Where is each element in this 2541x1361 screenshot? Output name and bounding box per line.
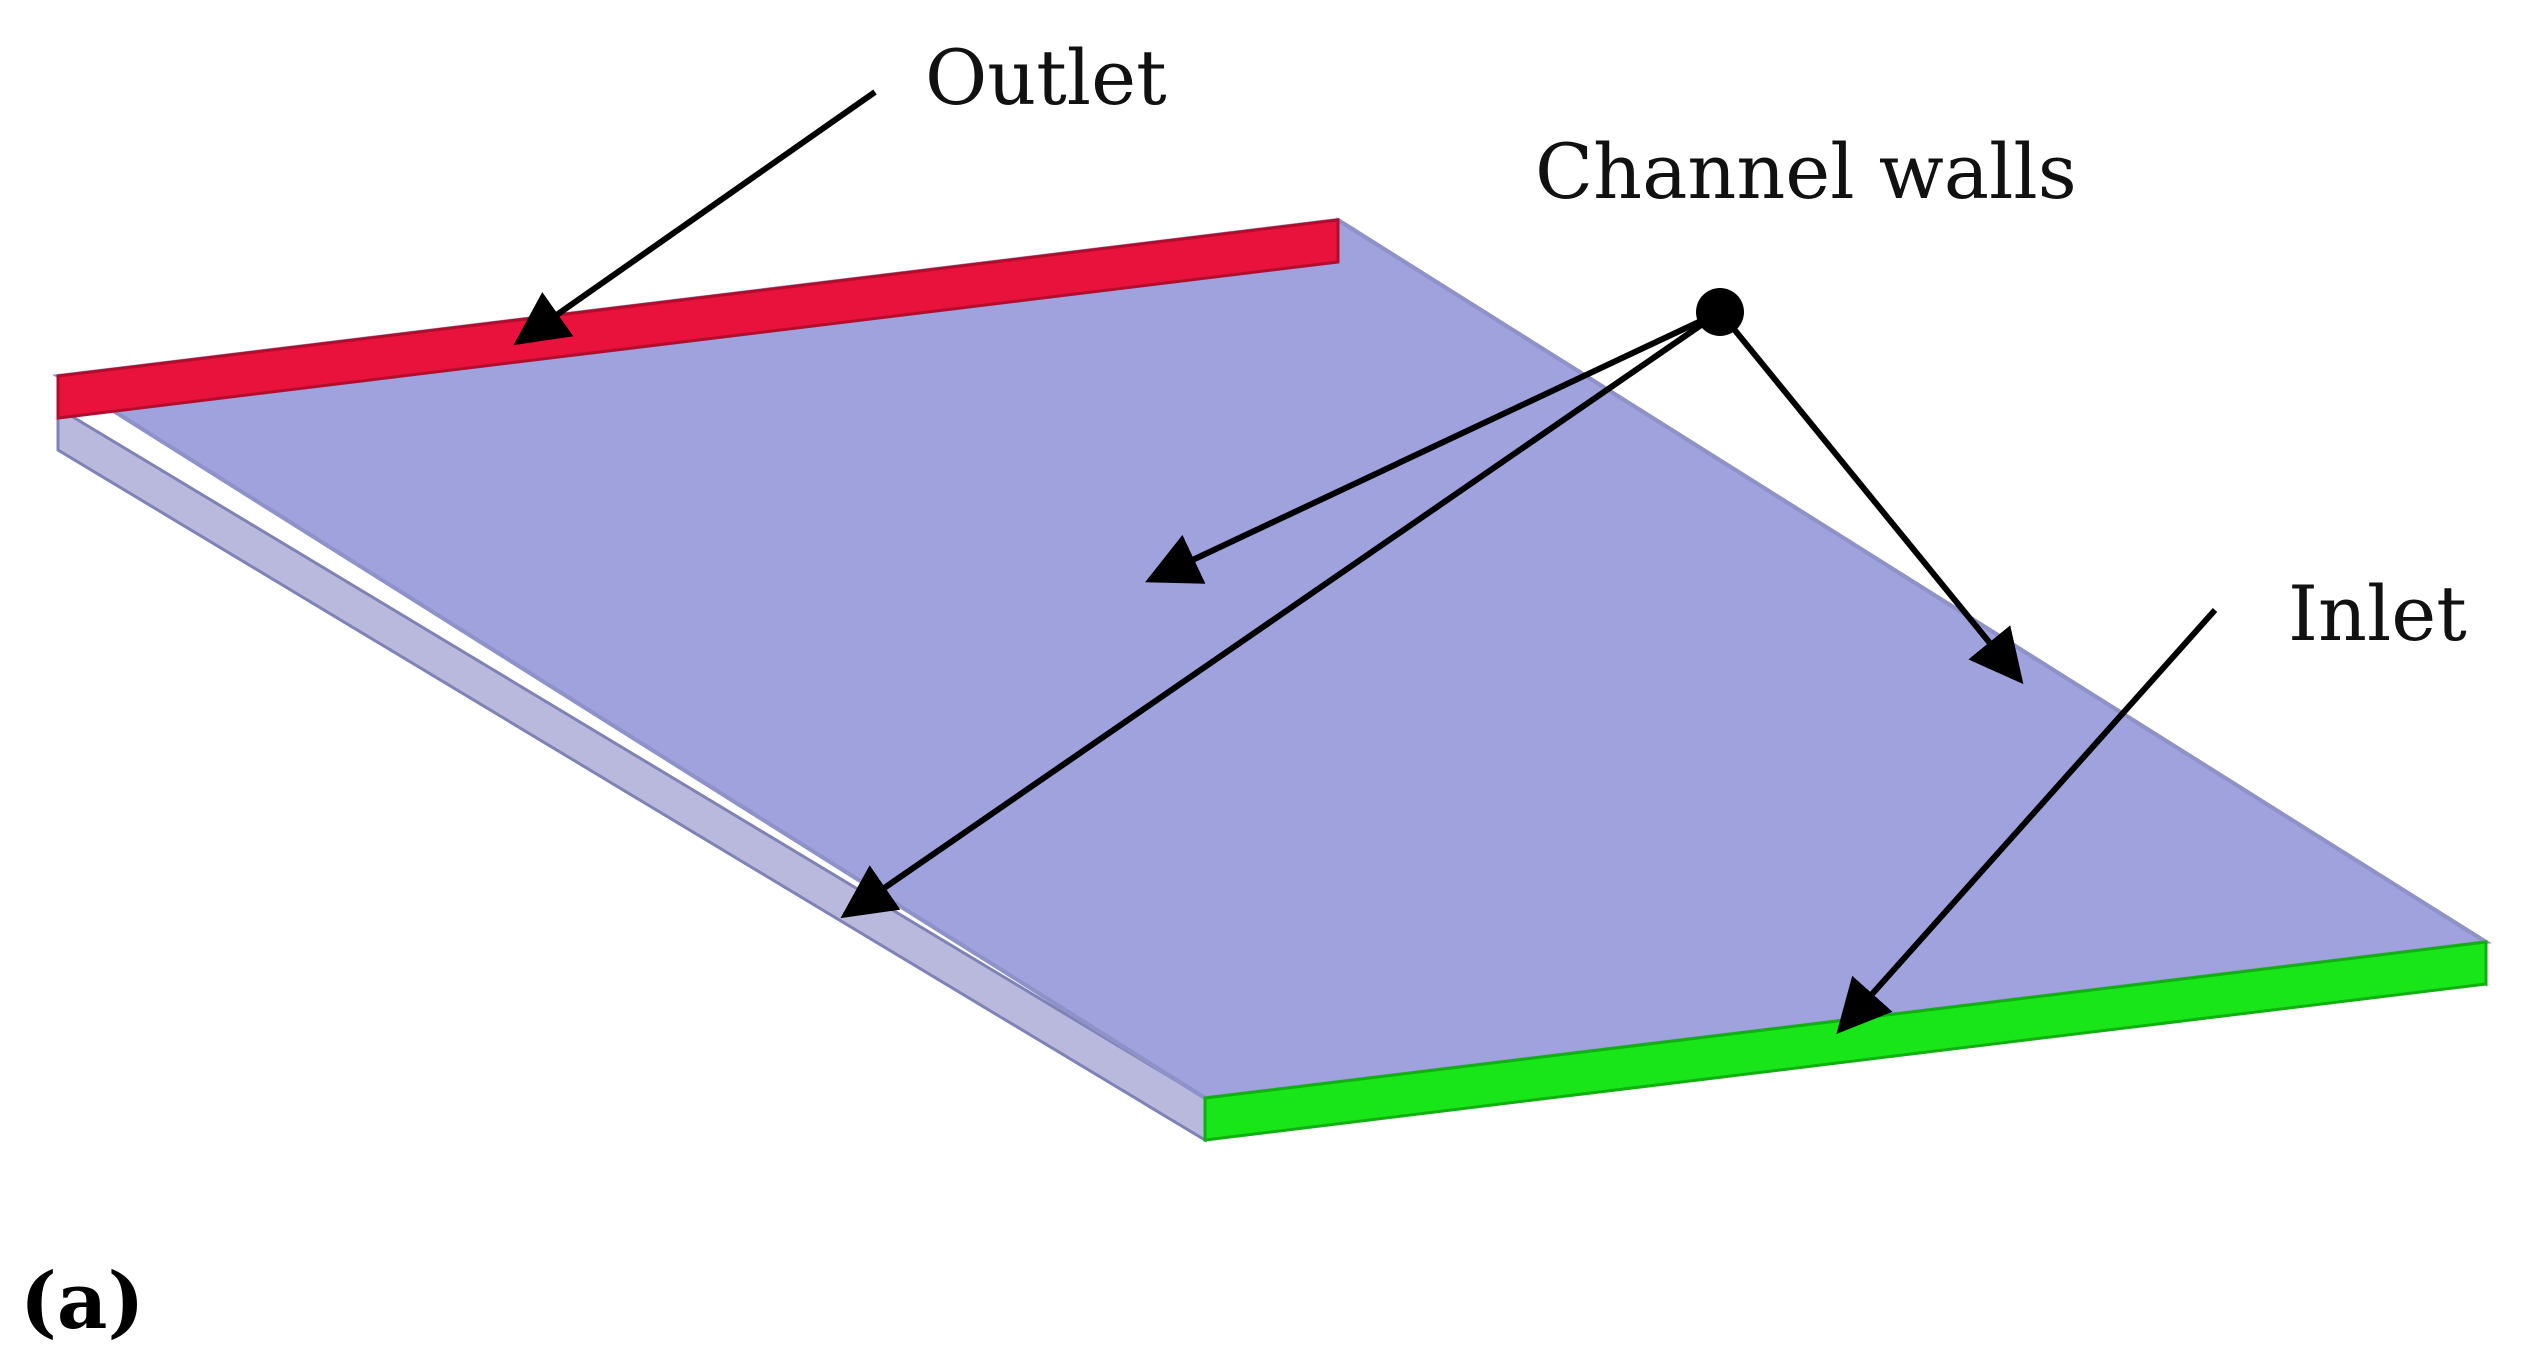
annotation-arrows <box>513 89 2218 1035</box>
panel-label: (a) <box>20 1256 144 1347</box>
channel-walls-label: Channel walls <box>1535 127 2077 216</box>
outlet-boundary <box>56 218 1340 420</box>
outlet-label: Outlet <box>925 33 1167 122</box>
channel-walls-arrow-right-wall <box>1717 310 2024 685</box>
channel-walls-arrow-left-wall <box>840 309 1722 919</box>
channel-walls-pointer-dot <box>1696 288 1744 336</box>
inlet-label: Inlet <box>2288 569 2467 658</box>
outlet-arrow <box>513 89 877 346</box>
channel-geometry <box>52 217 2492 1143</box>
right-wall-inner-edge <box>1336 218 2488 944</box>
channel-walls-arrow-top-face <box>1145 309 1722 584</box>
inlet-arrow <box>1836 608 2218 1035</box>
inlet-boundary <box>1203 940 2488 1142</box>
left-wall-inner-edge <box>56 374 1207 1100</box>
